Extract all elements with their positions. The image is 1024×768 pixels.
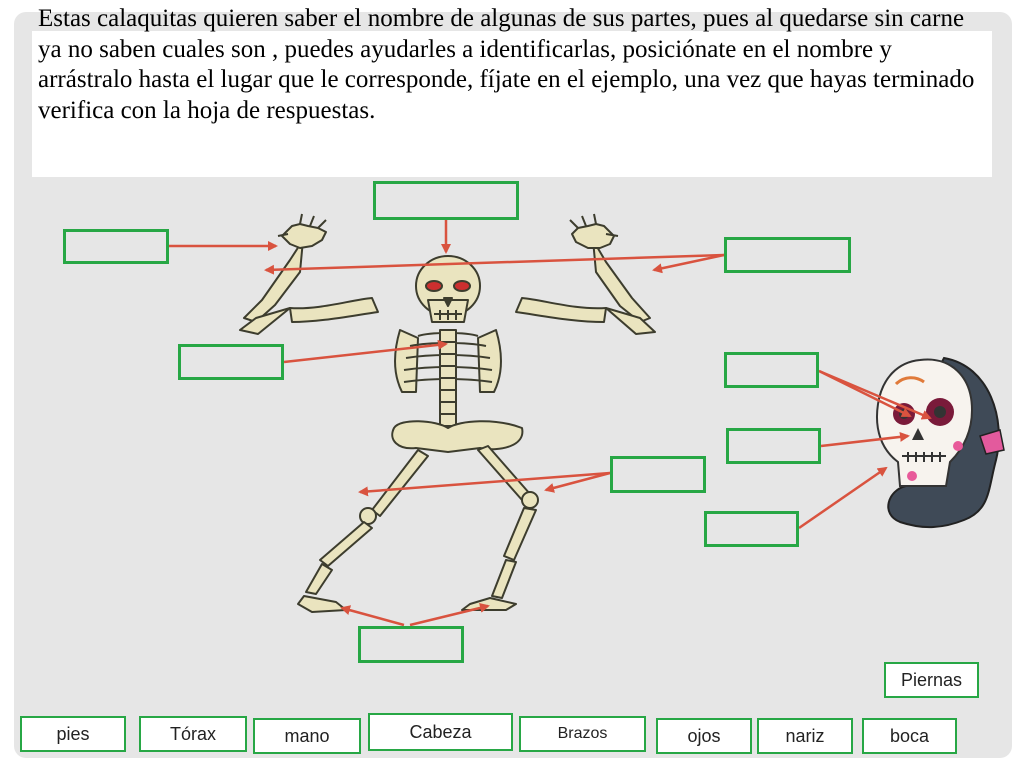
word-card-piernas[interactable]: Piernas [884,662,979,698]
word-card-torax[interactable]: Tórax [139,716,247,752]
drop-box-mouth[interactable] [704,511,799,547]
skeleton-illustration [239,213,656,613]
word-card-mano[interactable]: mano [253,718,361,754]
drop-box-head[interactable] [373,181,519,220]
word-card-nariz[interactable]: nariz [757,718,853,754]
arrow-to-eye-2 [818,369,932,420]
word-card-boca[interactable]: boca [862,718,957,754]
arrow-to-left-leg [358,471,611,497]
arrow-to-nose [820,431,910,448]
drop-box-feet[interactable] [358,626,464,663]
word-card-ojos[interactable]: ojos [656,718,752,754]
arrow-to-mouth [798,466,888,530]
instructions-text: Estas calaquitas quieren saber el nombre… [38,5,975,124]
sugar-skull-catrina-illustration [876,356,1005,529]
arrows [169,220,932,627]
arrow-to-thorax [283,339,448,364]
arrow-to-left-arm [264,253,725,275]
drop-box-thorax[interactable] [178,344,284,380]
drop-box-legs[interactable] [610,456,706,493]
drop-box-arms[interactable] [724,237,851,273]
arrow-to-right-arm [652,253,725,274]
arrow-to-right-foot [409,603,490,627]
word-card-cabeza[interactable]: Cabeza [368,713,513,751]
word-card-pies[interactable]: pies [20,716,126,752]
arrow-to-right-leg [544,471,611,493]
arrow-to-left-foot [340,605,405,627]
drop-box-nose[interactable] [726,428,821,464]
word-card-brazos[interactable]: Brazos [519,716,646,752]
instructions-panel [32,31,992,177]
drop-box-hand[interactable] [63,229,169,264]
drop-box-eyes[interactable] [724,352,819,388]
